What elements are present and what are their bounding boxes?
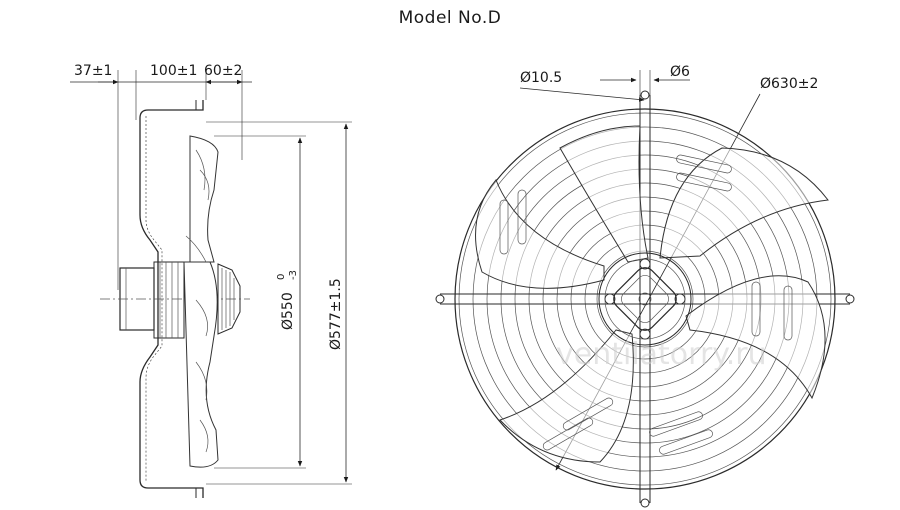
dim-flange-label: 37±1 <box>74 63 112 79</box>
dim-inner-dia-label: Ø550 <box>280 292 296 330</box>
watermark: ventilatorry.ru <box>556 337 767 372</box>
dim-guard-dia-label: Ø630±2 <box>760 76 818 92</box>
motor-hub <box>598 252 692 346</box>
dim-hole-label: Ø10.5 <box>520 70 562 86</box>
fan-blades <box>475 125 829 463</box>
dim-inner-tol-lower: -3 <box>288 270 299 280</box>
dim-outer-dia-label: Ø577±1.5 <box>328 278 344 350</box>
side-view: 37±1 100±1 60±2 <box>70 63 352 498</box>
model-title: Model No.D <box>398 8 502 28</box>
front-view: Ø10.5 Ø6 Ø630±2 <box>435 64 855 508</box>
dim-blade-label: 60±2 <box>204 63 242 79</box>
dim-inner-tol-upper: 0 <box>276 274 287 280</box>
dim-depth-label: 100±1 <box>150 63 197 79</box>
dim-wire-label: Ø6 <box>670 64 690 80</box>
blade-slots <box>499 154 793 455</box>
